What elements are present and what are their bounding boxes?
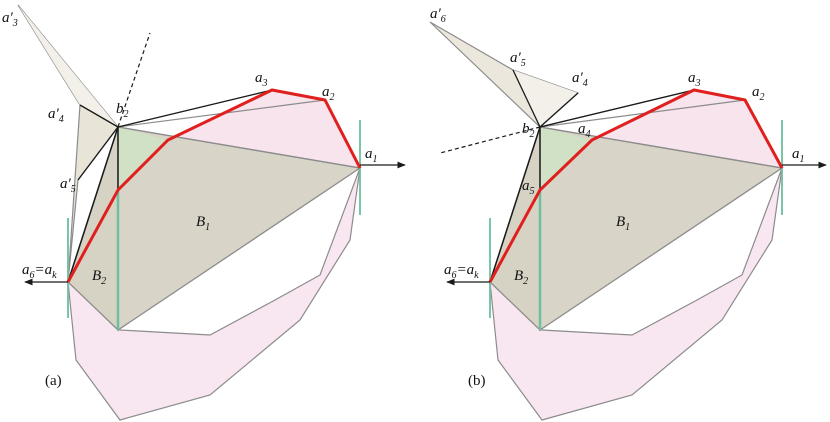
label-a-5: a5	[522, 178, 535, 197]
edge-b2-a5p	[512, 69, 541, 128]
spike-region	[17, 4, 119, 283]
label-a6-ak: a6=ak	[22, 262, 57, 281]
label-a-prime-5: a′5	[510, 50, 526, 69]
label-a-prime-5: a′5	[60, 176, 76, 195]
red-chain	[488, 88, 784, 283]
label-a-prime-3: a′3	[2, 10, 18, 29]
label-a-1: a1	[792, 146, 805, 165]
label-b-2: b2	[522, 121, 535, 140]
fan-line	[539, 99, 746, 128]
label-a-1: a1	[365, 146, 378, 165]
edge-b2-a6	[67, 126, 119, 283]
label-a-prime-4: a′4	[48, 106, 64, 125]
fan-line	[539, 126, 783, 169]
edge-b2-a3	[539, 89, 695, 128]
edge-b2-a4p	[539, 92, 579, 128]
green-wedge	[540, 127, 592, 190]
caption-b: (b)	[468, 373, 486, 389]
label-b1: B1	[616, 214, 630, 233]
caption-a: (a)	[45, 373, 62, 389]
spike-light	[18, 5, 118, 127]
panel-a: a′3 a′4 a′5 b2 a3 a2 a1 B1 B2 a6=ak (a)	[2, 4, 406, 421]
label-b2-region: B2	[92, 268, 106, 287]
label-a6-ak: a6=ak	[444, 262, 479, 281]
edge-b2-a4p	[79, 104, 119, 128]
green-wedge	[118, 127, 168, 190]
label-a-prime-4: a′4	[572, 70, 588, 89]
edge-b2-a6	[489, 126, 541, 283]
pink-region	[67, 167, 361, 421]
edge-b2-a5p	[77, 126, 119, 181]
label-a-3: a3	[255, 70, 268, 89]
label-a-2: a2	[752, 84, 765, 103]
label-a-2: a2	[322, 84, 335, 103]
label-a-4: a4	[578, 121, 591, 140]
dashed-ray	[439, 126, 541, 154]
label-b2-region: B2	[514, 268, 528, 287]
dashed-ray	[117, 32, 151, 128]
pink-region	[489, 167, 783, 421]
edge-b2-a3	[117, 89, 273, 128]
label-a-3: a3	[688, 70, 701, 89]
label-b-2: b2	[116, 101, 129, 120]
red-chain	[66, 88, 362, 283]
label-b1: B1	[196, 214, 210, 233]
label-a-prime-6: a′6	[430, 6, 446, 25]
spike-light	[513, 70, 578, 127]
panel-b: a′6 a′5 a′4 b2 a3 a2 a4 a5 a1 B1 B2 a6=a…	[429, 6, 827, 421]
fan-line	[117, 126, 361, 169]
